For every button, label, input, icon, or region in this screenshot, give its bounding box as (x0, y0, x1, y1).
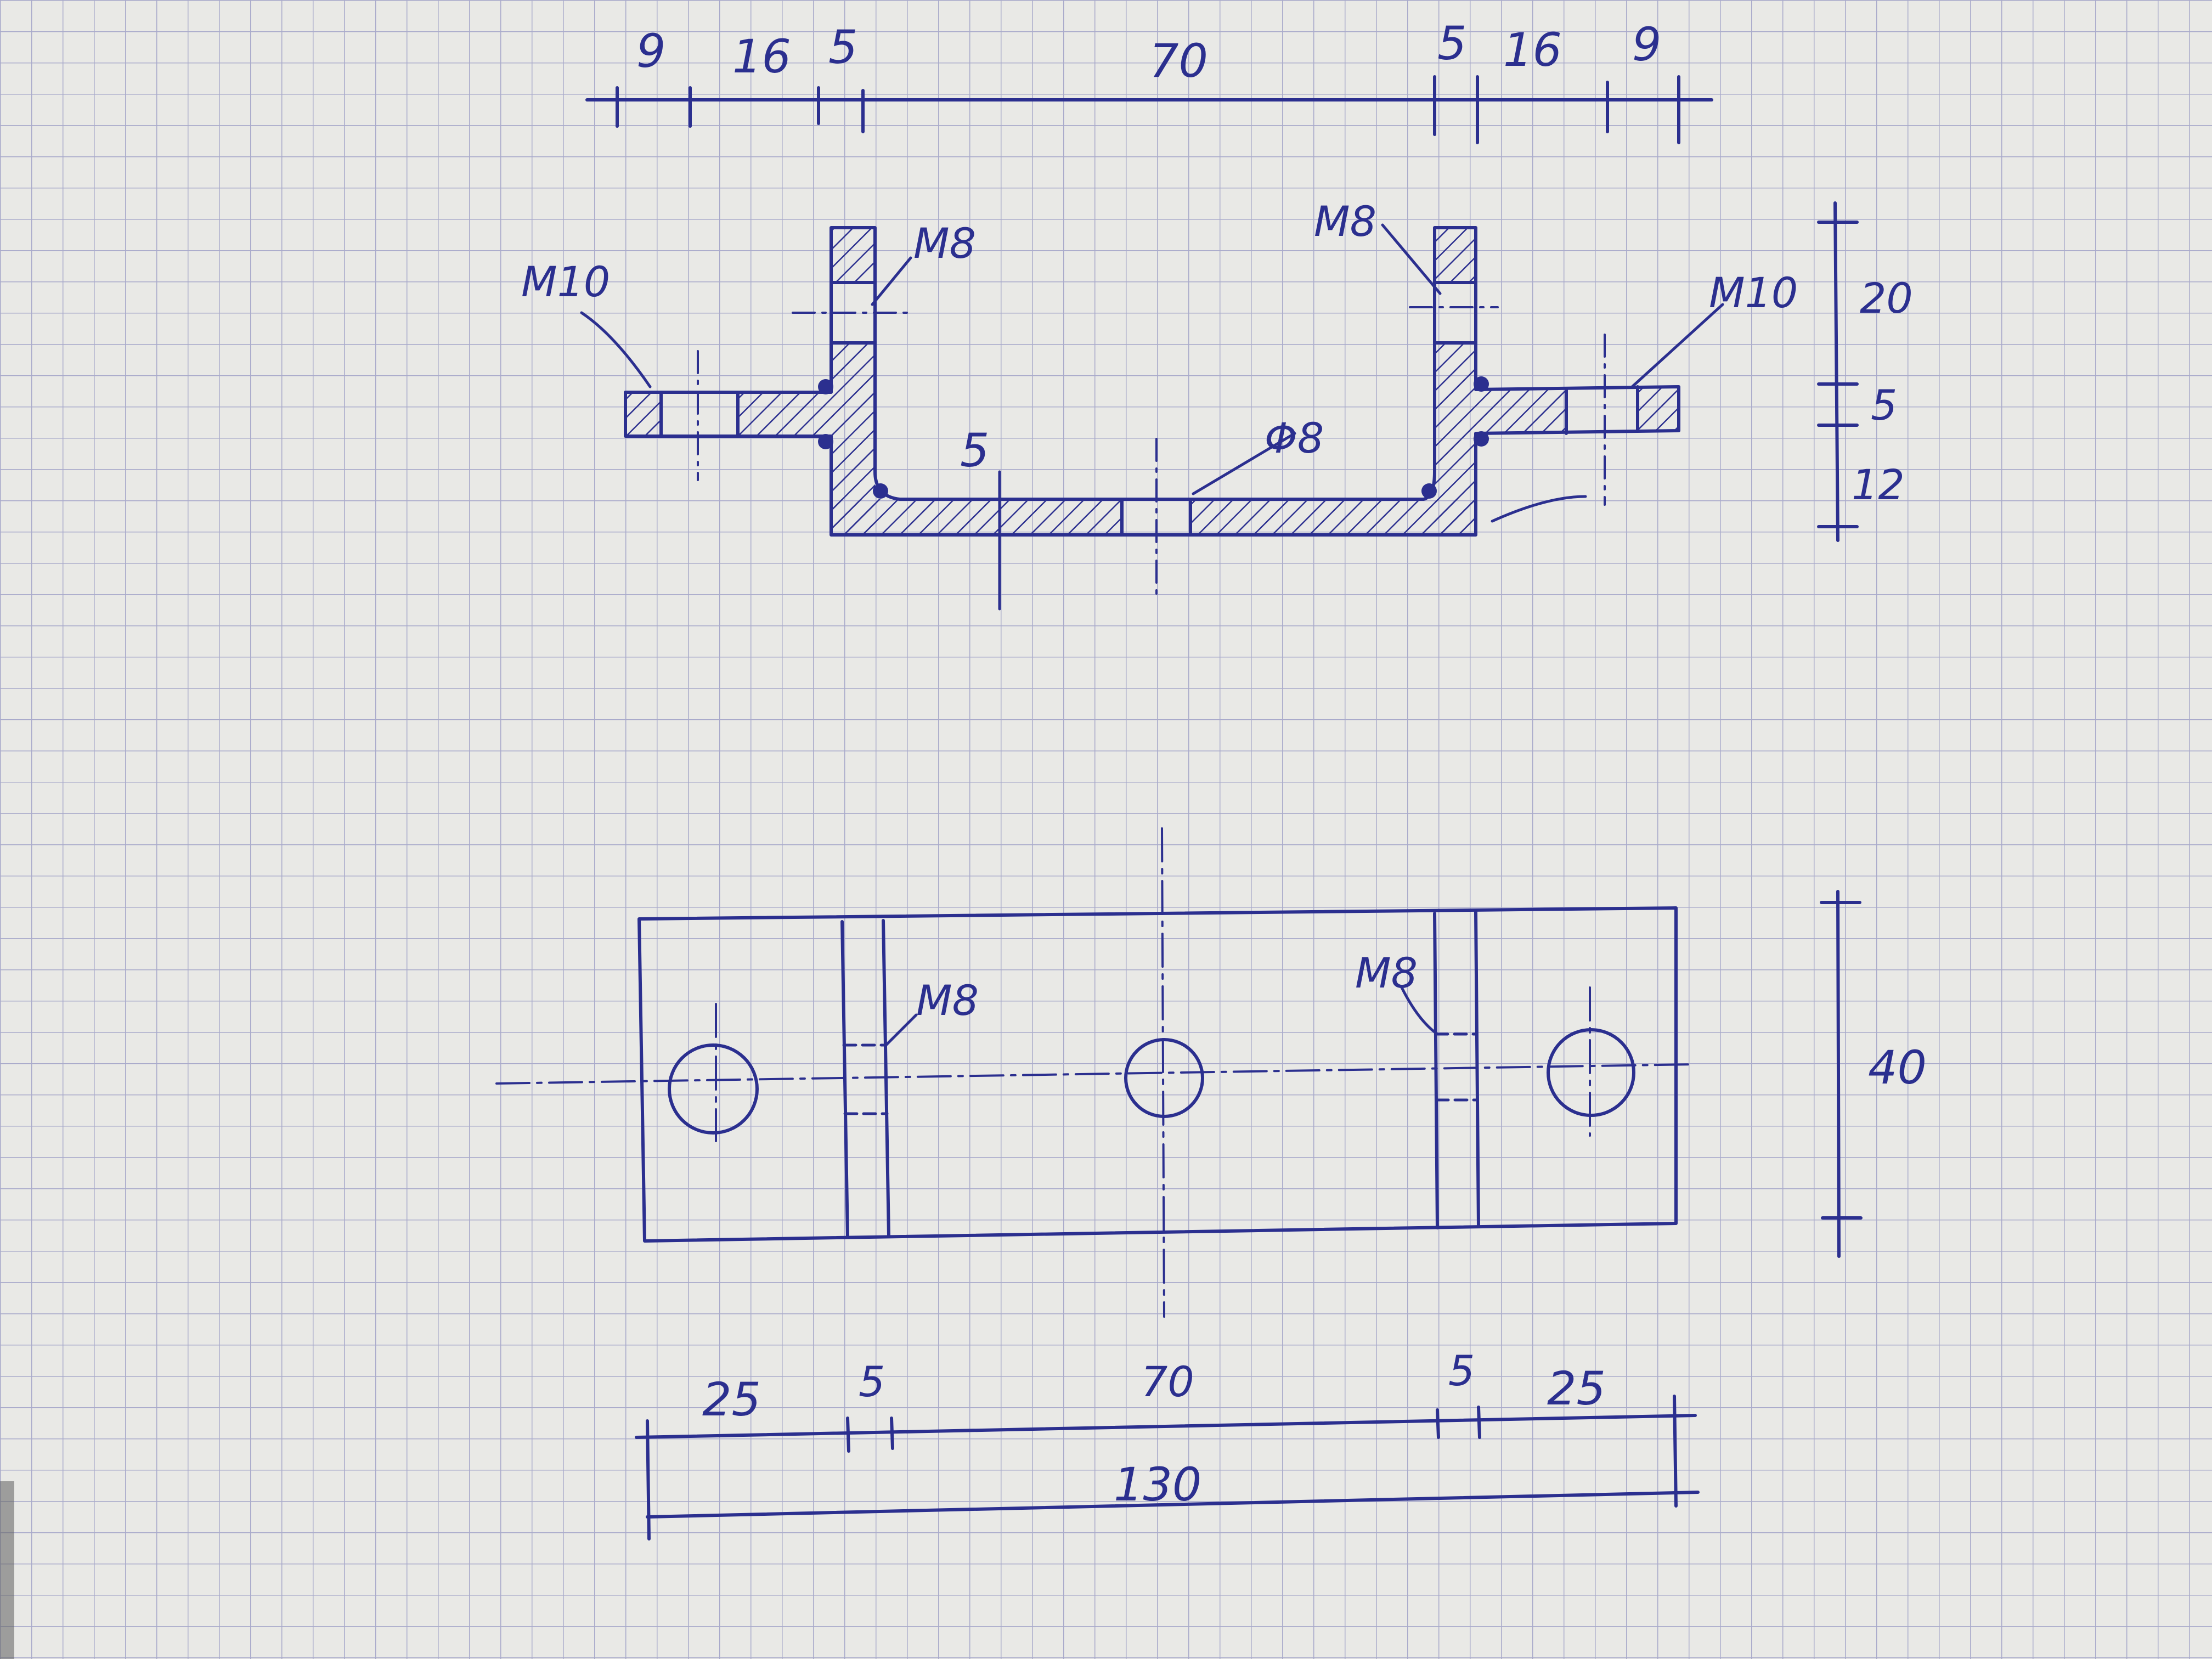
bottom-dimension-chain (635, 1395, 1700, 1541)
callout-thickness-5: 5 (960, 424, 989, 477)
dim-top-9-right: 9 (1632, 18, 1661, 71)
hole-m10-left (668, 1043, 759, 1135)
dim-bottom-5-right: 5 (1448, 1346, 1475, 1395)
dim-bottom-25-left: 25 (702, 1373, 761, 1426)
dim-overall-130: 130 (1114, 1458, 1201, 1511)
dim-height-40: 40 (1868, 1041, 1927, 1094)
plan-callout-m8-right: M8 (1355, 949, 1418, 997)
bracket-section-outline (624, 226, 1680, 537)
height-dimension (1820, 890, 1863, 1258)
right-dimension-chain (1817, 201, 1859, 542)
top-dimension-chain (585, 75, 1713, 144)
callout-m8-left: M8 (913, 219, 976, 268)
callout-hole-phi8: Φ8 (1265, 414, 1324, 462)
dim-top-16-left: 16 (732, 30, 791, 83)
callout-m10-left: M10 (521, 257, 610, 306)
dim-top-16-right: 16 (1503, 23, 1562, 77)
bracket-section-hatched (625, 228, 1679, 535)
weld-beads (818, 376, 1489, 499)
dim-right-20: 20 (1860, 274, 1913, 323)
dim-bottom-25-right: 25 (1547, 1362, 1606, 1415)
plan-callout-m8-left: M8 (916, 976, 979, 1025)
section-view: 9 16 5 70 5 16 9 (521, 16, 1913, 611)
dim-right-12: 12 (1852, 460, 1905, 509)
dim-top-5-right: 5 (1437, 16, 1466, 70)
plan-view: M8 M8 40 25 5 70 5 25 130 (495, 827, 1927, 1541)
dim-top-9-left: 9 (636, 24, 665, 78)
dim-top-70: 70 (1149, 34, 1208, 88)
dim-right-5: 5 (1871, 381, 1897, 430)
plan-tapped-holes (842, 1032, 1479, 1115)
plan-center-lines (495, 827, 1696, 1318)
section-leaders (580, 223, 1724, 611)
dim-bottom-5-left: 5 (859, 1357, 885, 1406)
callout-m8-right: M8 (1314, 197, 1376, 246)
callout-m10-right: M10 (1709, 268, 1798, 317)
section-center-lines (697, 306, 1606, 599)
plan-outline (637, 906, 1678, 1243)
plan-leaders (884, 986, 1439, 1047)
dim-bottom-70: 70 (1141, 1357, 1194, 1406)
dim-top-5-left: 5 (828, 20, 857, 74)
paper-edge-shadow (0, 1481, 14, 1659)
